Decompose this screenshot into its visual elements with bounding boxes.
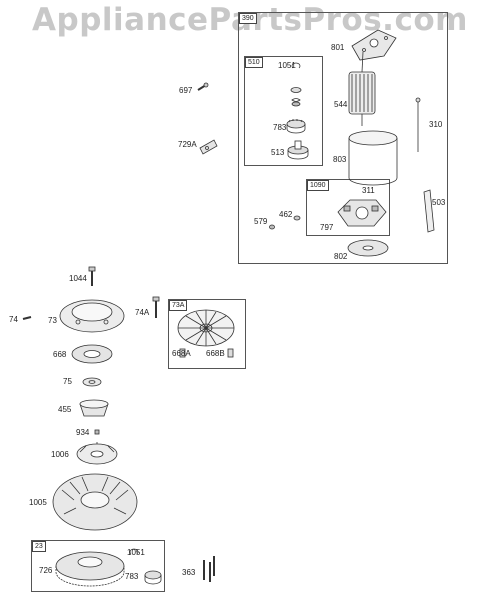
part-934-label: 934: [76, 428, 90, 437]
part-783-label: 783: [273, 123, 287, 132]
part-73-label: 73: [48, 316, 57, 325]
screen-kit-box: [168, 299, 246, 369]
end-cap-801-icon: [351, 29, 397, 61]
part-455-label: 455: [58, 405, 72, 414]
motor-housing-803-icon: [348, 130, 398, 186]
rotating-screen-73a-icon: [177, 309, 235, 347]
spring-icon: [290, 87, 302, 107]
part-503-label: 503: [432, 198, 446, 207]
bracket-729a-icon: [199, 139, 218, 155]
fastener-668a-icon: [179, 348, 186, 358]
end-plate-802-icon: [347, 239, 389, 257]
part-363-label: 363: [182, 568, 196, 577]
part-668-label: 668: [53, 350, 67, 359]
fastener-668b-icon: [227, 348, 234, 358]
pinion-gear-783-b-icon: [144, 570, 162, 585]
screw-74-icon: [22, 316, 32, 320]
armature-544-icon: [348, 51, 376, 126]
bolt-1044-icon: [88, 266, 96, 286]
brush-kit-box: [306, 179, 390, 236]
screws-363-icon: [203, 556, 215, 582]
part-1051b-label: 1051: [127, 548, 145, 557]
box-label-starter: 390: [239, 13, 257, 24]
part-802-label: 802: [334, 252, 348, 261]
part-1005-label: 1005: [29, 498, 47, 507]
flywheel-1005-icon: [52, 473, 138, 531]
washer-462-icon: [293, 215, 301, 221]
fan-1006-icon: [76, 442, 118, 465]
blower-housing-73-icon: [59, 299, 125, 333]
box-label-flywheel-kit: 23: [32, 541, 46, 552]
part-74-label: 74: [9, 315, 18, 324]
part-668a-label: 668A: [172, 349, 191, 358]
part-726-label: 726: [39, 566, 53, 575]
flywheel-726-icon: [55, 551, 125, 587]
part-668b-label: 668B: [206, 349, 225, 358]
drive-kit-box: [244, 56, 323, 166]
starter-motor-box: [238, 12, 448, 264]
part-801-label: 801: [331, 43, 345, 52]
part-1051-label: 1051: [278, 61, 296, 70]
part-729a-label: 729A: [178, 140, 197, 149]
through-bolt-310-icon: [415, 97, 421, 152]
box-label-drive-kit: 510: [245, 57, 263, 68]
box-label-brush-kit: 1090: [307, 180, 329, 191]
retaining-ring-1051-b-icon: [129, 548, 139, 555]
key-934-icon: [94, 429, 100, 435]
ring-668-icon: [71, 344, 113, 364]
part-797-label: 797: [320, 223, 334, 232]
washer-75-icon: [82, 377, 102, 387]
part-544-label: 544: [334, 100, 348, 109]
pinion-gear-783-icon: [286, 119, 306, 134]
part-74a-label: 74A: [135, 308, 150, 317]
part-310-label: 310: [429, 120, 443, 129]
part-462-label: 462: [279, 210, 293, 219]
part-579-label: 579: [254, 217, 268, 226]
brush-plate-1090-icon: [337, 199, 387, 227]
part-311-label: 311: [362, 186, 375, 195]
part-1044-label: 1044: [69, 274, 87, 283]
bracket-503-icon: [423, 189, 435, 233]
part-783b-label: 783: [125, 572, 139, 581]
part-1006-label: 1006: [51, 450, 69, 459]
part-803-label: 803: [333, 155, 347, 164]
screw-74a-icon: [152, 296, 160, 318]
flywheel-kit-box: [31, 540, 165, 592]
screw-697-icon: [197, 82, 209, 91]
clutch-513-icon: [287, 140, 309, 160]
part-513-label: 513: [271, 148, 285, 157]
box-label-screen-kit: 73A: [169, 300, 188, 311]
retaining-ring-1051-icon: [291, 62, 301, 69]
nut-579-icon: [269, 224, 275, 230]
part-697-label: 697: [179, 86, 193, 95]
starter-cup-455-icon: [79, 399, 109, 417]
part-75-label: 75: [63, 377, 72, 386]
